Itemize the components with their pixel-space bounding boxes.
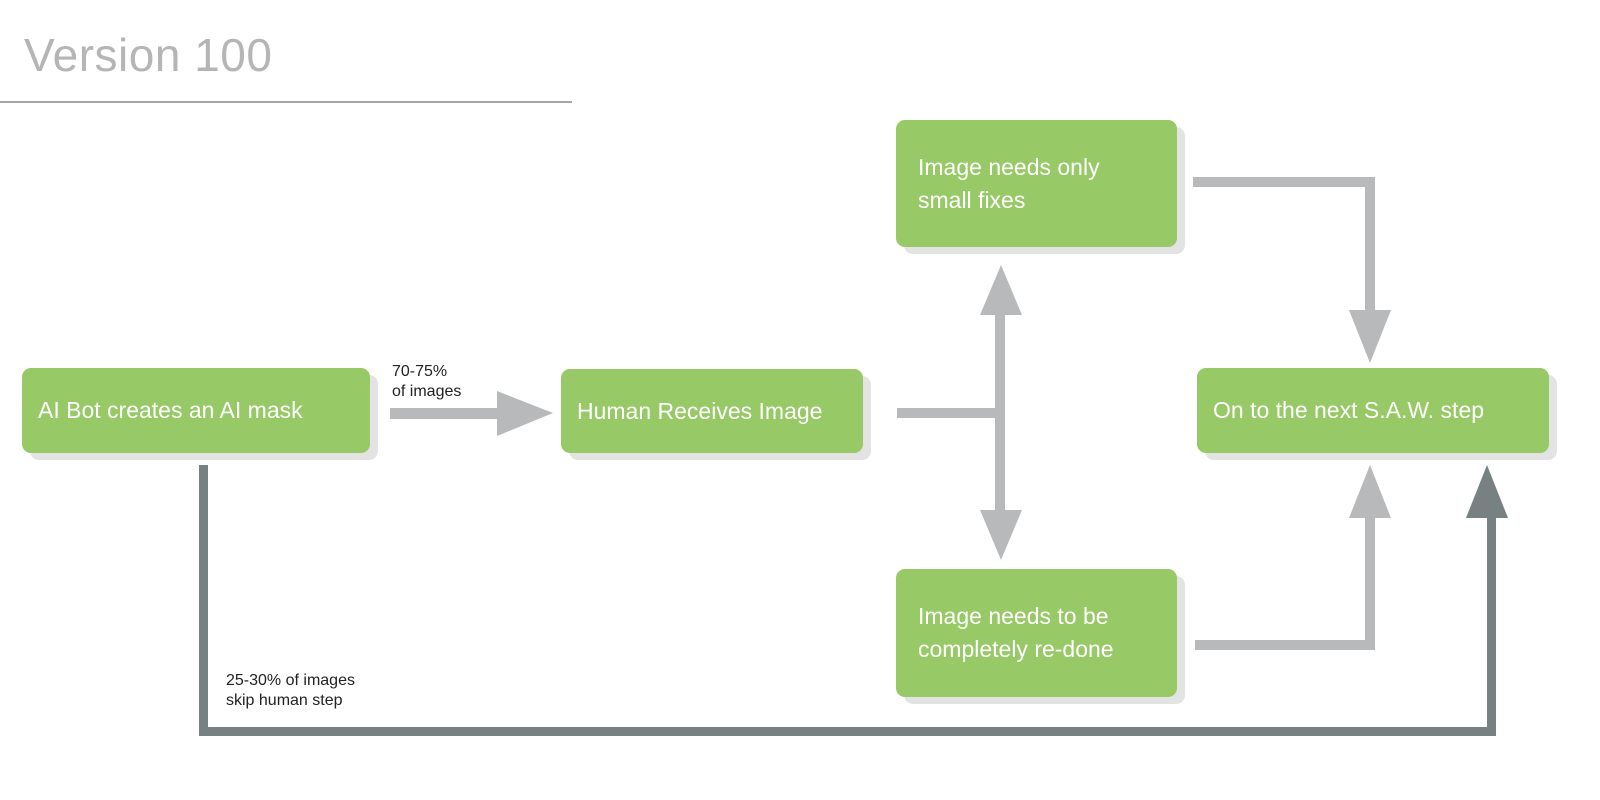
arrow-human-split <box>897 265 1022 560</box>
page-title: Version 100 <box>24 29 273 81</box>
arrow-small-fixes-to-next <box>1193 177 1391 363</box>
arrow-redo-to-next <box>1195 465 1391 650</box>
label-percent-skip: 25-30% of images skip human step <box>226 671 355 711</box>
node-ai-bot: AI Bot creates an AI mask <box>22 368 370 453</box>
node-small-fixes: Image needs only small fixes <box>896 120 1177 247</box>
label-line: 70-75% <box>392 363 448 380</box>
node-next-saw-step: On to the next S.A.W. step <box>1197 368 1549 453</box>
title-divider <box>0 101 572 103</box>
node-human-receives-image: Human Receives Image <box>561 369 863 453</box>
arrow-ai-to-human <box>390 391 553 436</box>
label-line: of images <box>392 383 462 400</box>
label-line: skip human step <box>226 692 343 709</box>
label-line: 25-30% of images <box>226 672 355 689</box>
arrow-skip-human <box>199 465 1508 736</box>
label-percent-to-human: 70-75% of images <box>392 362 461 402</box>
node-complete-redo: Image needs to be completely re-done <box>896 569 1177 697</box>
